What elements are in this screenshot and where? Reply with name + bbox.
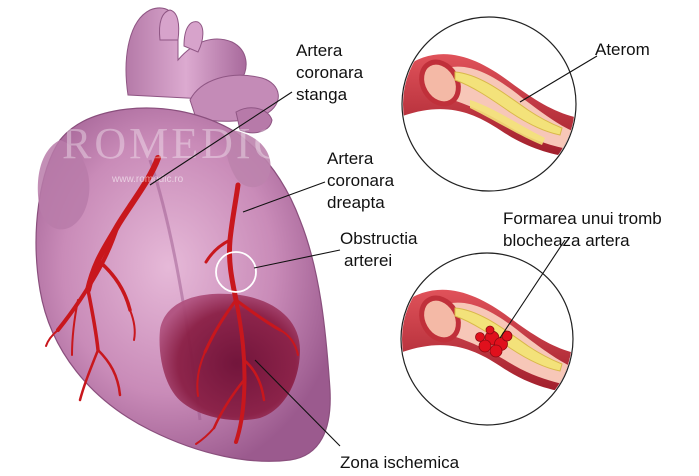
label-line: Artera <box>296 40 363 62</box>
label-line: Aterom <box>595 40 650 59</box>
heart <box>36 8 330 461</box>
label-line: coronara <box>296 62 363 84</box>
watermark-url: www.romedic.ro <box>111 174 184 185</box>
label-formarea-tromb: Formarea unui tromb blocheaza artera <box>503 208 662 252</box>
label-artera-coronara-dreapta: Artera coronara dreapta <box>327 148 394 214</box>
thrombus-inset <box>392 253 590 425</box>
label-line: blocheaza artera <box>503 230 662 252</box>
label-line: arterei <box>340 250 417 272</box>
label-aterom: Aterom <box>595 39 650 61</box>
label-line: Obstructia <box>340 228 417 250</box>
atheroma-inset <box>392 17 590 191</box>
label-line: dreapta <box>327 192 394 214</box>
label-zona-ischemica: Zona ischemica <box>340 452 459 474</box>
label-line: coronara <box>327 170 394 192</box>
watermark-brand: ROMEDIC <box>62 119 286 168</box>
label-line: stanga <box>296 84 363 106</box>
label-line: Formarea unui tromb <box>503 208 662 230</box>
label-obstructia-arterei: Obstructia arterei <box>340 228 417 272</box>
label-line: Artera <box>327 148 394 170</box>
label-line: Zona ischemica <box>340 453 459 472</box>
aortic-branch-2 <box>184 22 203 52</box>
label-artera-coronara-stanga: Artera coronara stanga <box>296 40 363 106</box>
